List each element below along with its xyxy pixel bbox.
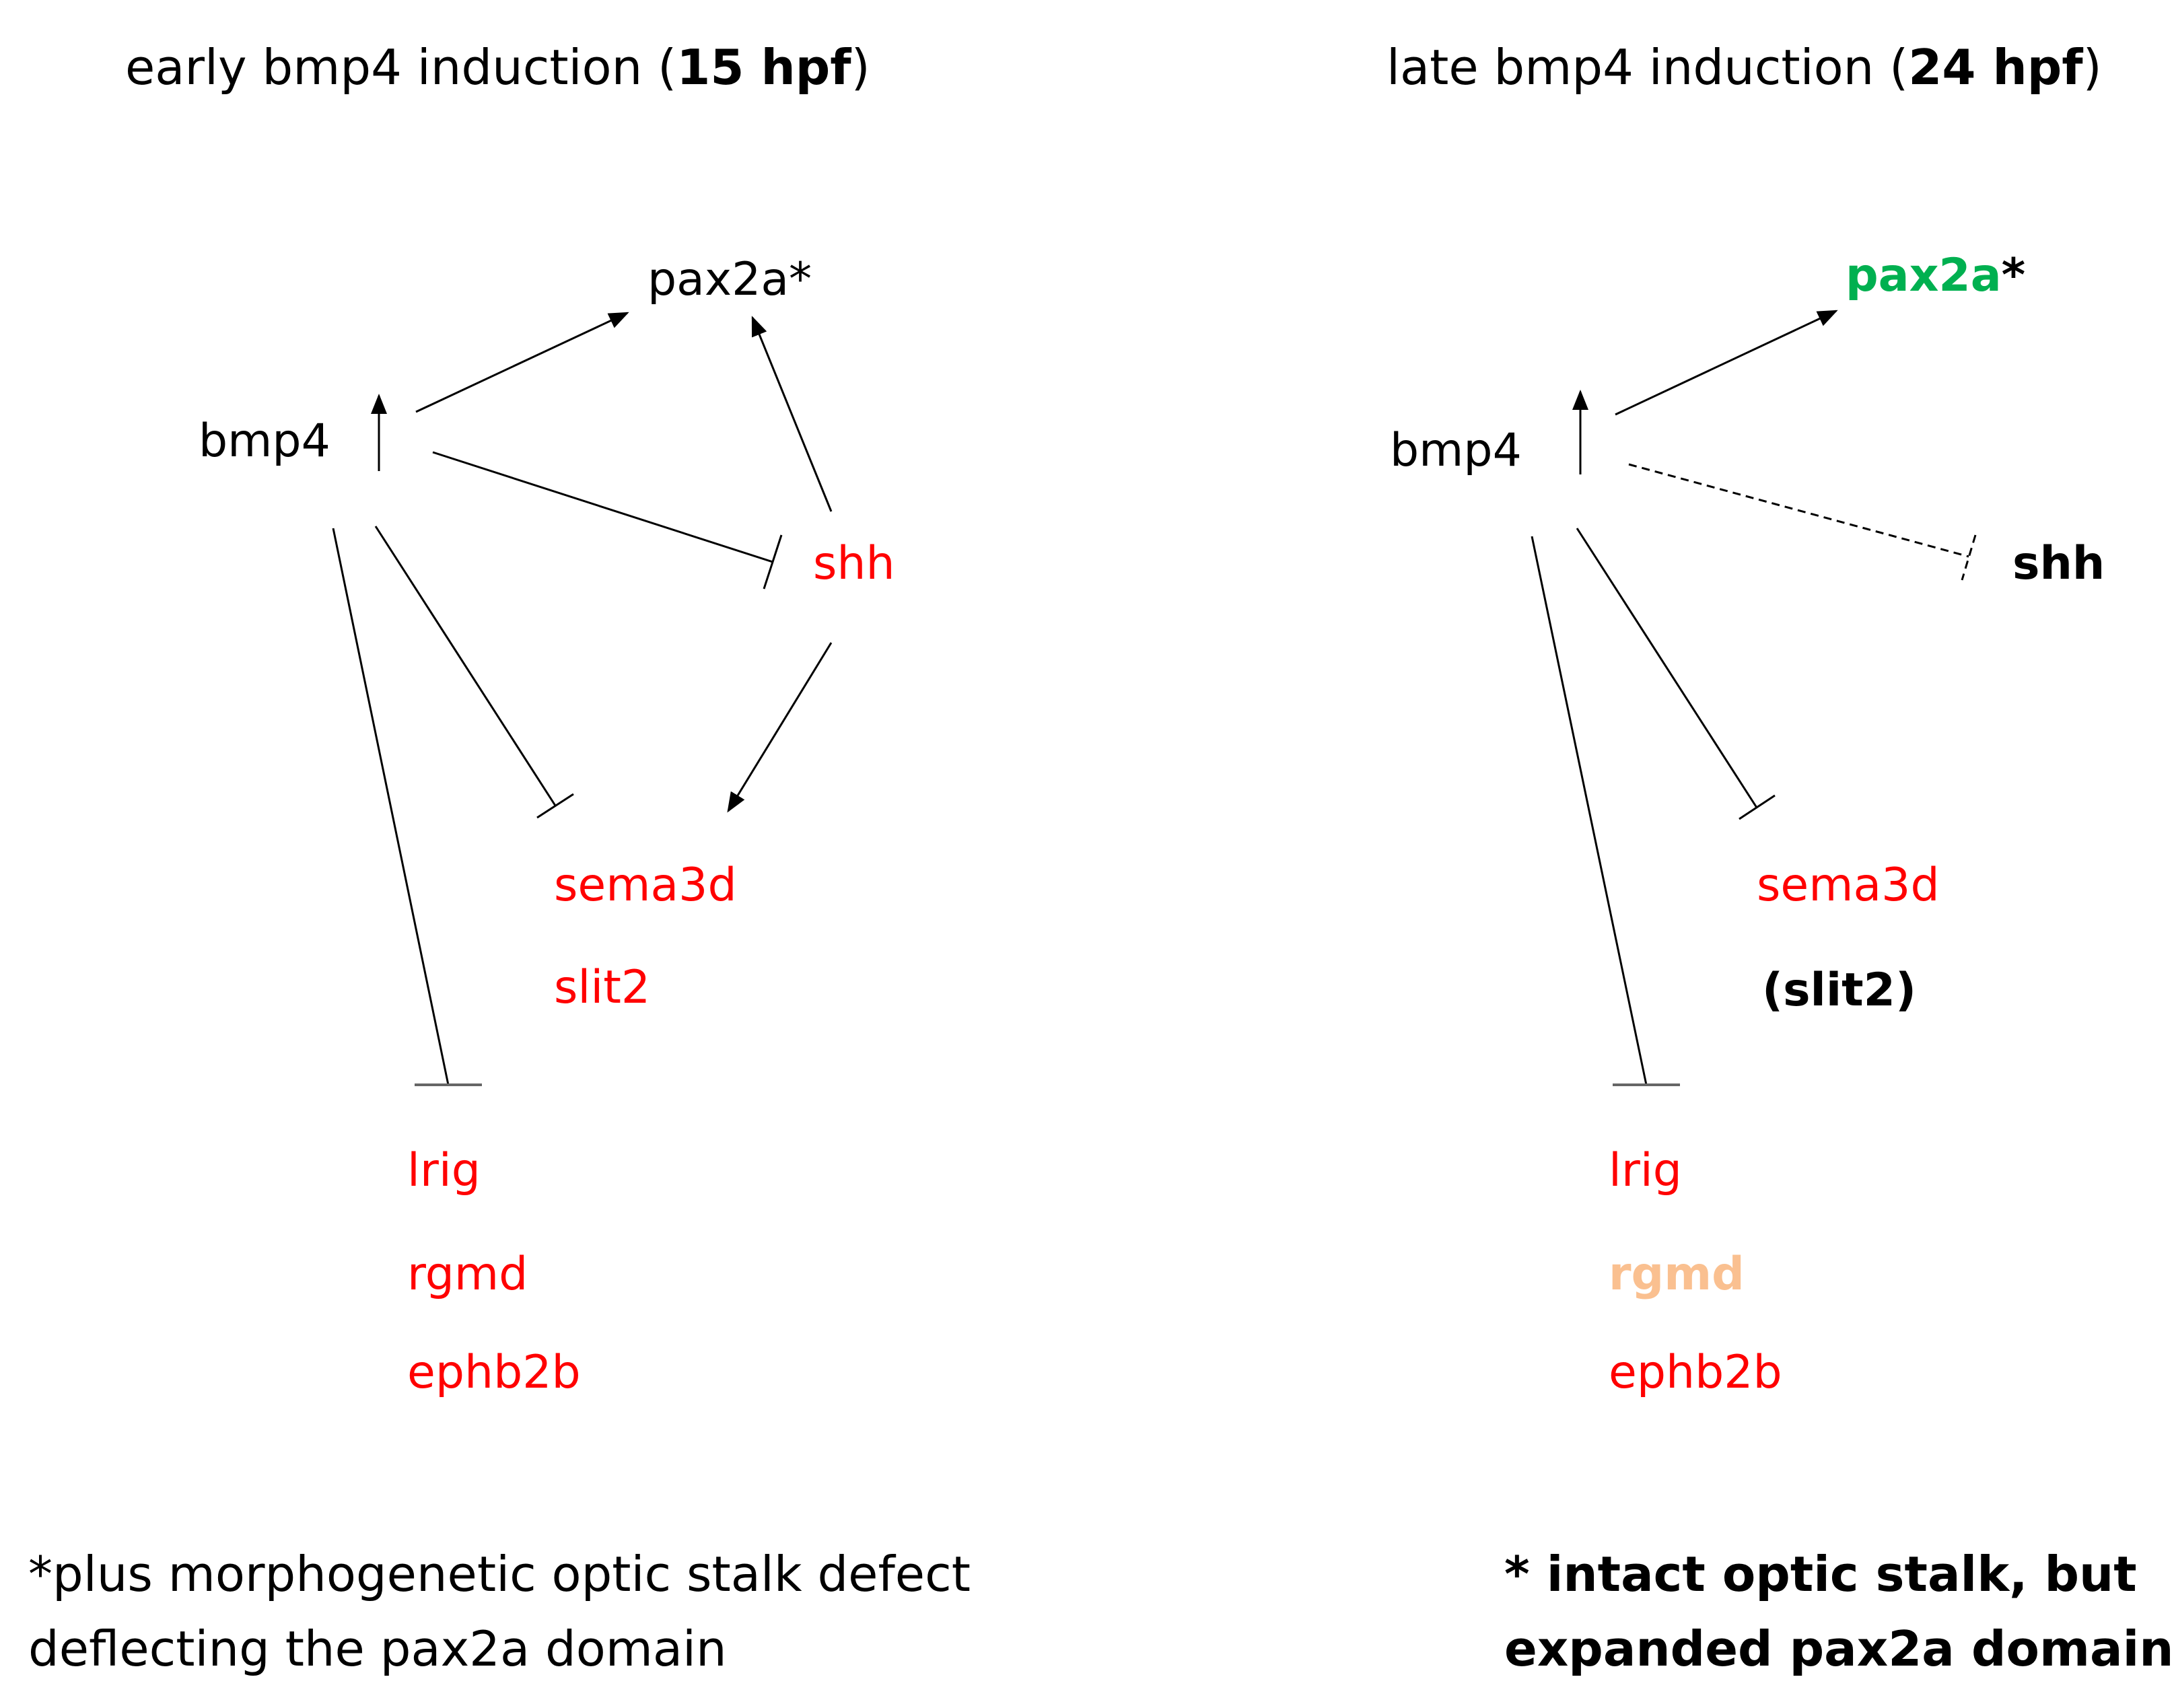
right-panel: late bmp4 induction (24 hpf) pax2a* bmp4…: [1387, 39, 2174, 1677]
right-bmp4-inhibits-lrig-line: [1531, 536, 1648, 1086]
left-shh-to-pax2a-arrow: [751, 316, 833, 512]
right-footnote-line1: * intact optic stalk, but: [1504, 1546, 2137, 1602]
right-pax2a-label: pax2a*: [1846, 249, 2025, 302]
left-title: early bmp4 induction (15 hpf): [125, 39, 870, 96]
right-bmp4-inhibits-shh-dashed-bar: [1961, 534, 1977, 581]
left-shh-to-sema3d-arrow: [727, 642, 833, 813]
right-slit2-label: (slit2): [1762, 964, 1916, 1017]
right-title: late bmp4 induction (24 hpf): [1387, 39, 2102, 96]
right-bmp4-inhibits-sema3d-bar: [1739, 794, 1776, 820]
left-rgmd-label: rgmd: [407, 1248, 528, 1301]
left-bmp4-inhibits-lrig-line: [332, 528, 450, 1086]
right-footnote-line2: expanded pax2a domain: [1504, 1621, 2174, 1677]
left-ephb2b-label: ephb2b: [407, 1346, 581, 1399]
left-footnote-line2: deflecting the pax2a domain: [28, 1621, 727, 1677]
left-panel: early bmp4 induction (15 hpf) pax2a* bmp…: [28, 39, 971, 1677]
left-shh-label: shh: [813, 537, 895, 590]
right-rgmd-label: rgmd: [1609, 1248, 1745, 1301]
right-sema3d-label: sema3d: [1757, 859, 1940, 912]
left-bmp4-inhibits-shh-line: [432, 451, 773, 563]
right-bmp4-to-pax2a-arrow: [1615, 310, 1838, 416]
right-bmp4-inhibits-sema3d-line: [1576, 528, 1758, 808]
left-bmp4-inhibits-shh-bar: [763, 534, 783, 590]
left-bmp4-inhibits-sema3d-line: [374, 526, 557, 806]
left-bmp4-label: bmp4: [199, 415, 330, 468]
left-lrig-label: lrig: [407, 1144, 481, 1197]
right-ephb2b-label: ephb2b: [1609, 1346, 1782, 1399]
right-bmp4-label: bmp4: [1390, 424, 1522, 477]
left-footnote-line1: *plus morphogenetic optic stalk defect: [28, 1546, 971, 1602]
right-shh-label: shh: [2012, 537, 2105, 590]
left-pax2a-label: pax2a*: [647, 253, 812, 306]
left-bmp4-inhibits-sema3d-bar: [536, 793, 574, 819]
right-bmp4-inhibits-shh-dashed-line: [1628, 463, 1969, 558]
right-lrig-label: lrig: [1609, 1144, 1682, 1197]
left-sema3d-label: sema3d: [554, 859, 737, 912]
left-slit2-label: slit2: [554, 961, 650, 1014]
left-bmp4-to-pax2a-arrow: [415, 312, 629, 413]
